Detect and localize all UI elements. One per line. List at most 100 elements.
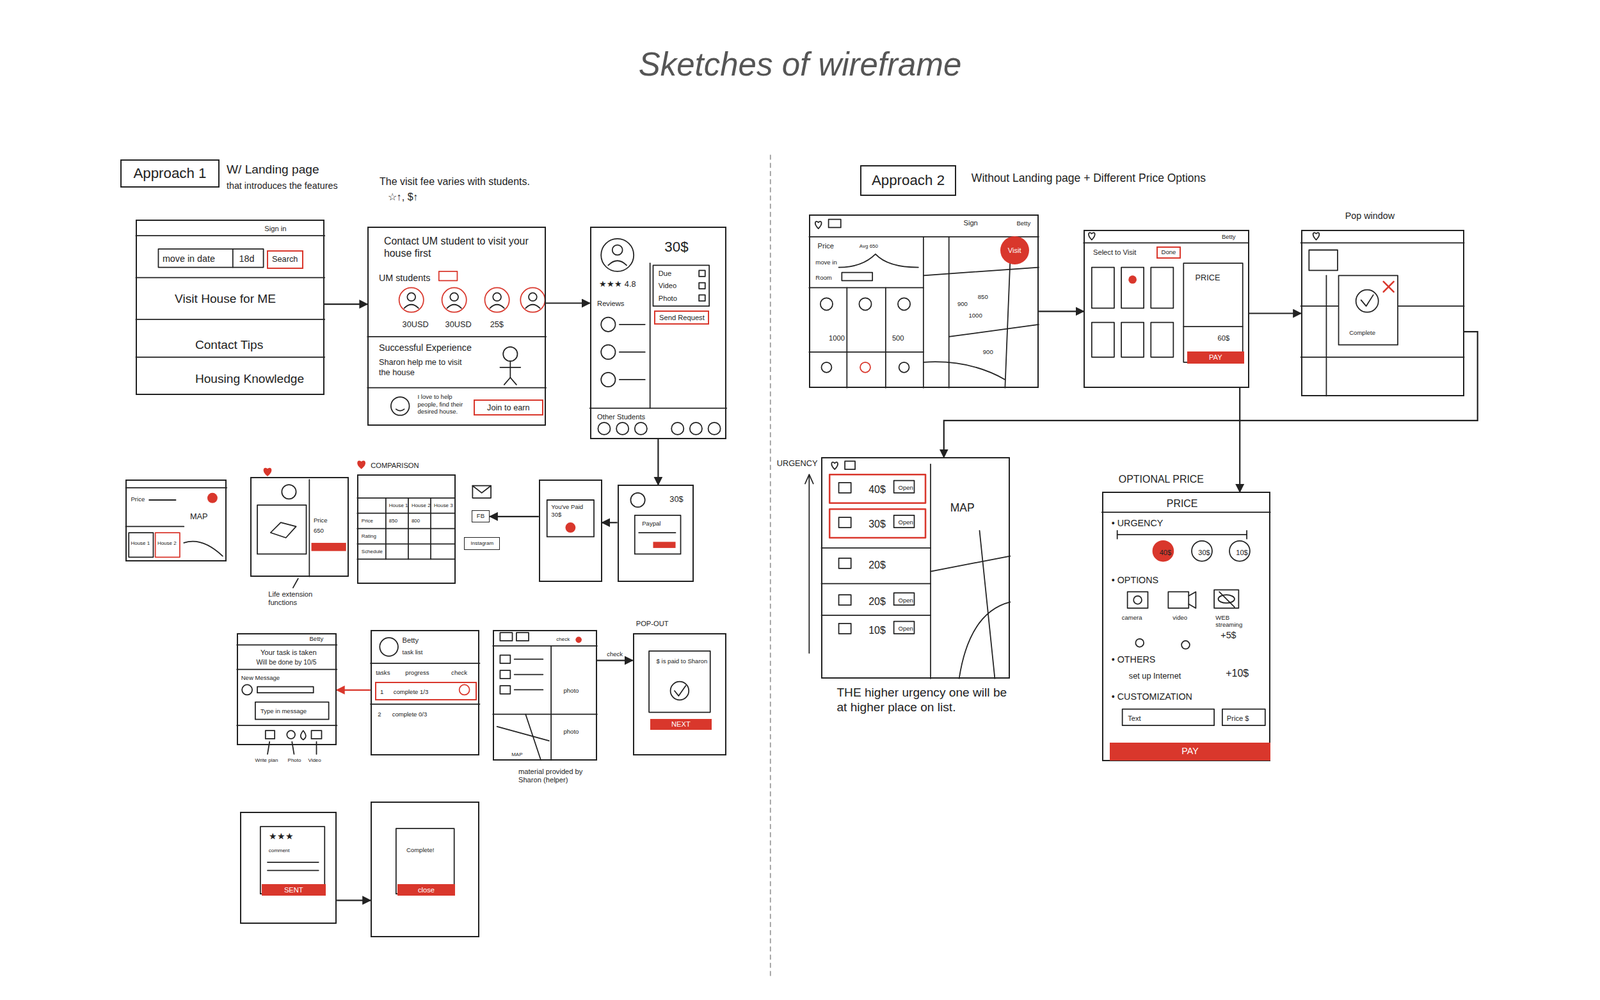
- screen-frame: PriceMAPHouse 1House 2: [125, 479, 227, 562]
- node-text: 500: [892, 334, 905, 343]
- node-text: $ is paid to Sharon: [656, 657, 708, 665]
- sketch-line: [367, 336, 546, 338]
- node-text: close: [417, 885, 435, 894]
- sketch-line: [846, 287, 848, 388]
- sketch-line: [769, 154, 772, 980]
- sketch-rect: [1091, 267, 1115, 309]
- sketch-circle: [1356, 289, 1379, 313]
- sketch-line: [1301, 356, 1465, 358]
- node-text: SENT: [284, 885, 304, 894]
- sketch-path: [357, 460, 365, 468]
- sketch-line: [267, 741, 270, 754]
- sketch-line: [1301, 305, 1339, 307]
- sketch-line: [492, 645, 598, 647]
- node-text: Betty: [1016, 219, 1031, 227]
- sketch-rect: [652, 264, 710, 306]
- screen-frame: COMPARISONHouse 1House 2House 3Price8508…: [357, 474, 456, 584]
- node-text: photo: [563, 686, 579, 694]
- node-text: Complete!: [406, 846, 435, 854]
- sketch-path: [930, 556, 1010, 572]
- sketch-rect: [255, 702, 329, 720]
- flow-arrow: [336, 689, 371, 691]
- node-text: Done: [1161, 248, 1177, 256]
- sketch-rect: [516, 632, 529, 641]
- node-text: photo: [563, 727, 579, 735]
- sketch-line: [149, 499, 176, 501]
- flow-arrow: [489, 515, 539, 518]
- sketch-path: [404, 304, 419, 309]
- sketch-rect: [894, 515, 915, 528]
- sketch-circle: [528, 292, 537, 301]
- sketch-circle: [858, 297, 872, 310]
- sketch-path: [1004, 261, 1010, 388]
- screen-frame: 1complete 1/3: [375, 681, 477, 701]
- node-text: 2: [377, 710, 381, 718]
- sketch-circle: [520, 287, 545, 312]
- sketch-rect: [839, 594, 852, 605]
- sketch-line: [1383, 281, 1394, 292]
- node-text: • URGENCY: [1111, 517, 1164, 529]
- sketch-path: [1361, 295, 1374, 307]
- sketch-line: [821, 547, 931, 549]
- sketch-line: [357, 512, 456, 514]
- sketch-line: [232, 248, 234, 268]
- sketch-line: [125, 526, 184, 528]
- button-box: Join to earn: [473, 399, 543, 416]
- node-text: Price $: [1226, 714, 1250, 723]
- sketch-circle: [612, 245, 623, 256]
- sketch-line: [357, 543, 456, 545]
- sketch-circle: [821, 362, 832, 373]
- node-text: House 1: [130, 540, 150, 547]
- node-text: 1000: [828, 334, 845, 343]
- screen-frame: Contact UM student to visit your house f…: [367, 226, 546, 426]
- node-text: Due: [658, 269, 672, 278]
- node-text: House 2: [157, 540, 177, 547]
- node-text: Open: [897, 624, 913, 632]
- node-text: check: [556, 636, 570, 643]
- node-text: Sign in: [264, 224, 287, 233]
- sketch-path: [489, 304, 504, 309]
- screen-frame: Price650: [250, 476, 350, 577]
- button-box: NEXT: [650, 718, 712, 731]
- node-text: Select to Visit: [1093, 248, 1136, 257]
- node-text: House 2: [411, 502, 431, 509]
- node-text: camera: [1121, 613, 1143, 621]
- sketch-line: [125, 487, 227, 489]
- node-text: Avg 650: [859, 243, 879, 250]
- button-box: SENT: [261, 883, 326, 896]
- node-text: • CUSTOMIZATION: [1111, 691, 1193, 703]
- sketch-line: [1102, 511, 1271, 513]
- note-label: Video: [308, 757, 322, 764]
- sketch-path: [525, 304, 540, 309]
- node-text: Approach 1: [133, 165, 207, 182]
- node-text: Photo: [658, 294, 678, 303]
- screen-frame: 30$★★★ 4.8DueVideoPhotoReviewsOther Stud…: [590, 226, 728, 440]
- button-box: PAY: [1187, 351, 1245, 364]
- node-text: Price: [313, 516, 328, 524]
- sketch-rect: [1091, 322, 1115, 358]
- sketch-line: [1183, 325, 1243, 328]
- node-text: check: [451, 668, 468, 676]
- node-text: Join to earn: [487, 403, 530, 413]
- sketch-line: [308, 479, 310, 576]
- sketch-line: [619, 351, 646, 353]
- sketch-rect: [1150, 267, 1174, 309]
- screen-frame: OPTIONAL PRICEPRICE• URGENCY40$30$10$• O…: [1102, 491, 1271, 761]
- node-text: Sharon help me to visit the house: [378, 357, 471, 377]
- node-text: Visit House for ME: [174, 291, 276, 307]
- sketch-rect: [1122, 709, 1215, 726]
- sketch-line: [497, 726, 550, 741]
- sketch-rect: [1338, 275, 1398, 345]
- sketch-path: [263, 468, 271, 476]
- sketch-line: [293, 578, 299, 588]
- sketch-line: [385, 497, 387, 560]
- node-text: • OPTIONS: [1111, 574, 1159, 586]
- sketch-circle: [899, 362, 910, 373]
- sketch-rect: [499, 654, 511, 664]
- sketch-circle: [630, 492, 645, 507]
- button-box: Approach 1: [120, 159, 220, 189]
- sketch-circle: [484, 287, 509, 312]
- flow-arrow: [657, 439, 659, 486]
- sketch-line: [135, 356, 325, 358]
